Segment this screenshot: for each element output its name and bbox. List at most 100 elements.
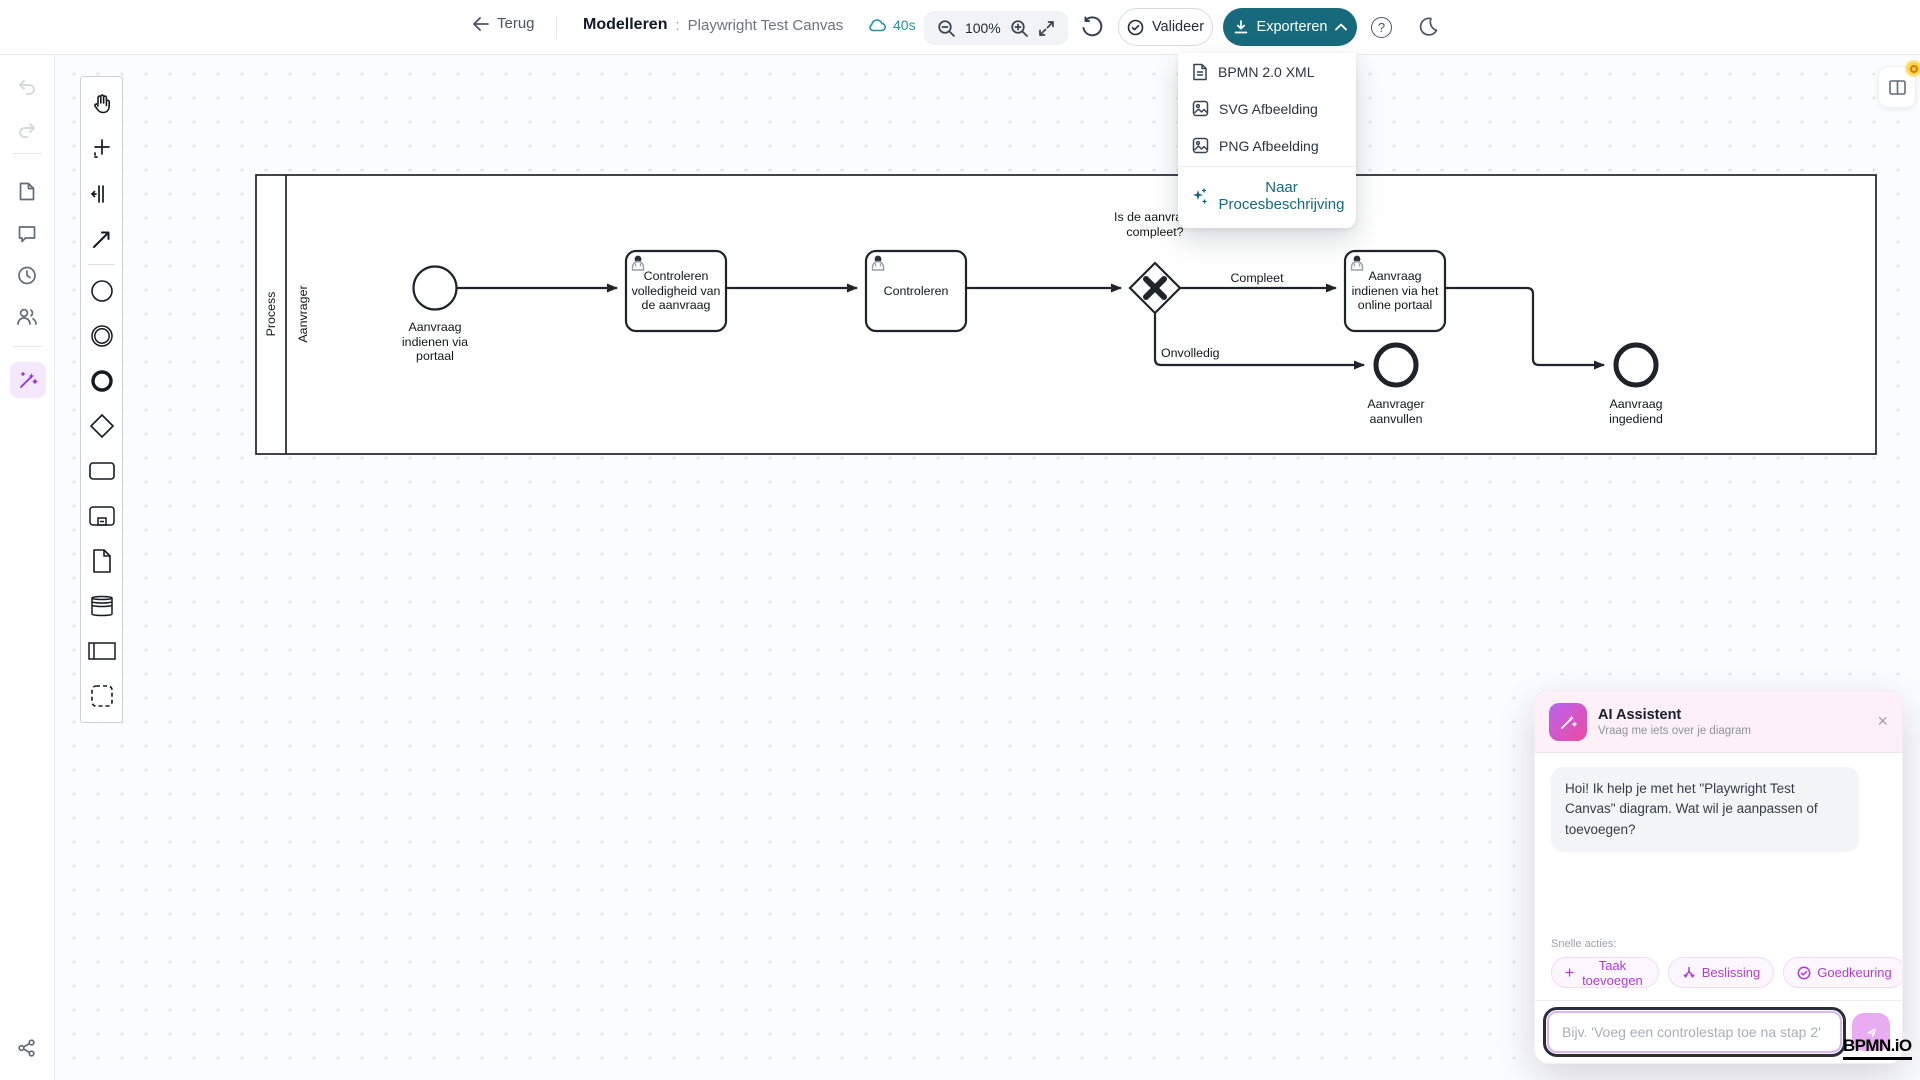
create-data-object[interactable] [81, 538, 122, 583]
validate-button[interactable]: Valideer [1118, 8, 1213, 46]
menu-item-label: PNG Afbeelding [1219, 137, 1319, 154]
menu-item-procesbeschrijving[interactable]: Naar Procesbeschrijving [1178, 169, 1356, 228]
redo-button[interactable] [16, 119, 38, 141]
space-tool[interactable] [81, 171, 122, 216]
paper-plane-icon [1864, 1025, 1878, 1039]
hand-tool[interactable] [81, 81, 122, 126]
documents-button[interactable] [17, 181, 38, 202]
create-subprocess[interactable] [81, 493, 122, 538]
task-label: Controleren volledigheid van de aanvraag [631, 269, 721, 313]
credits-badge [1905, 60, 1920, 77]
menu-item-bpmn-xml[interactable]: BPMN 2.0 XML [1178, 53, 1356, 90]
chevron-up-icon [1335, 23, 1348, 31]
zoom-out-button[interactable] [937, 19, 956, 38]
global-connect-tool[interactable] [81, 216, 122, 261]
image-icon [1192, 100, 1209, 117]
quick-action-label: Goedkeuring [1817, 965, 1892, 980]
ai-assistant-panel: AI Assistent Vraag me iets over je diagr… [1534, 690, 1903, 1064]
create-end-event[interactable] [81, 358, 122, 403]
ai-chat-area: Hoi! Ik help je met het "Playwright Test… [1535, 753, 1902, 938]
create-start-event[interactable] [81, 268, 122, 313]
bpmn-io-logo[interactable]: BPMN.iO [1843, 1036, 1912, 1060]
autosave-status: 40s [868, 17, 916, 33]
quick-action-label: Taak toevoegen [1582, 957, 1643, 988]
flow-label-onvolledig: Onvolledig [1161, 346, 1220, 360]
quick-actions-label: Snelle acties: [1551, 938, 1617, 950]
end-event-label: Aanvrager aanvullen [1367, 397, 1425, 426]
ai-assistant-button[interactable] [10, 362, 46, 398]
create-group[interactable] [81, 673, 122, 718]
columns-icon [1888, 79, 1906, 95]
validate-label: Valideer [1151, 19, 1205, 35]
ai-panel-header: AI Assistent Vraag me iets over je diagr… [1535, 691, 1902, 753]
undo-button[interactable] [16, 76, 38, 98]
autosave-timer: 40s [893, 17, 916, 33]
close-icon[interactable]: × [1877, 711, 1888, 731]
ai-message: Hoi! Ik help je met het "Playwright Test… [1551, 767, 1860, 852]
header: Terug Modelleren : Playwright Test Canva… [0, 0, 1920, 55]
arrow-left-icon [473, 16, 489, 31]
breadcrumb-separator: : [675, 16, 680, 34]
create-intermediate-event[interactable] [81, 313, 122, 358]
ai-prompt-input[interactable] [1543, 1007, 1846, 1057]
image-icon [1192, 137, 1209, 154]
zoom-in-button[interactable] [1010, 19, 1029, 38]
menu-item-label: BPMN 2.0 XML [1218, 63, 1315, 80]
fit-view-button[interactable] [1038, 20, 1055, 37]
create-participant[interactable] [81, 628, 122, 673]
menu-footer-label: Naar Procesbeschrijving [1218, 179, 1345, 214]
bpmn-palette [80, 76, 123, 723]
sparkles-icon [1193, 188, 1207, 204]
task-label: Controleren [883, 283, 949, 298]
start-event-label: Aanvraag indienen via portaal [401, 320, 469, 364]
canvas-title: Playwright Test Canvas [687, 16, 844, 34]
zoom-controls: 100% [924, 11, 1068, 45]
dark-mode-button[interactable] [1418, 16, 1439, 37]
check-circle-icon [1797, 966, 1811, 979]
back-button[interactable]: Terug [472, 15, 535, 32]
menu-item-png[interactable]: PNG Afbeelding [1178, 127, 1356, 164]
export-button[interactable]: Exporteren [1223, 8, 1357, 46]
menu-item-svg[interactable]: SVG Afbeelding [1178, 90, 1356, 127]
create-gateway[interactable] [81, 403, 122, 448]
plus-icon [1565, 968, 1574, 977]
side-panel-toggle[interactable] [1878, 60, 1920, 108]
task-label: Aanvraag indienen via het online portaal [1351, 269, 1439, 313]
send-button[interactable] [1852, 1013, 1890, 1051]
help-icon: ? [1371, 17, 1392, 38]
cloud-icon [869, 19, 886, 32]
mode-label: Modelleren [583, 16, 668, 33]
back-label: Terug [497, 15, 535, 32]
flow-label-compleet: Compleet [1230, 271, 1284, 285]
share-button[interactable] [17, 1038, 37, 1058]
lasso-tool[interactable] [81, 126, 122, 171]
ai-avatar [1549, 702, 1587, 741]
create-data-store[interactable] [81, 583, 122, 628]
magic-wand-icon [1561, 715, 1577, 729]
left-toolbar [0, 0, 55, 1080]
create-task[interactable] [81, 448, 122, 493]
lane-label: Aanvrager [296, 285, 310, 343]
quick-action-goedkeuring[interactable]: Goedkeuring [1783, 957, 1902, 988]
branch-icon [1683, 966, 1695, 978]
zoom-level: 100% [964, 20, 1001, 36]
history-button[interactable] [17, 265, 38, 286]
ai-subtitle: Vraag me iets over je diagram [1598, 724, 1751, 737]
comments-button[interactable] [17, 223, 38, 244]
quick-action-taak-toevoegen[interactable]: Taak toevoegen [1551, 957, 1659, 988]
file-icon [1193, 63, 1207, 80]
moon-icon [1419, 17, 1438, 36]
collaborators-button[interactable] [16, 306, 39, 327]
magic-wand-icon [20, 372, 38, 388]
ai-input-row [1535, 1000, 1902, 1063]
quick-action-label: Beslissing [1701, 965, 1761, 980]
reset-view-button[interactable] [1080, 16, 1103, 39]
end-event-label: Aanvraag ingediend [1609, 397, 1663, 426]
pool-label: Process [264, 291, 278, 337]
quick-action-beslissing[interactable]: Beslissing [1667, 957, 1775, 988]
help-button[interactable]: ? [1371, 17, 1392, 38]
export-label: Exporteren [1256, 19, 1328, 35]
quick-actions: Taak toevoegen Beslissing Goedkeuring [1535, 957, 1902, 1000]
download-icon [1234, 20, 1247, 34]
